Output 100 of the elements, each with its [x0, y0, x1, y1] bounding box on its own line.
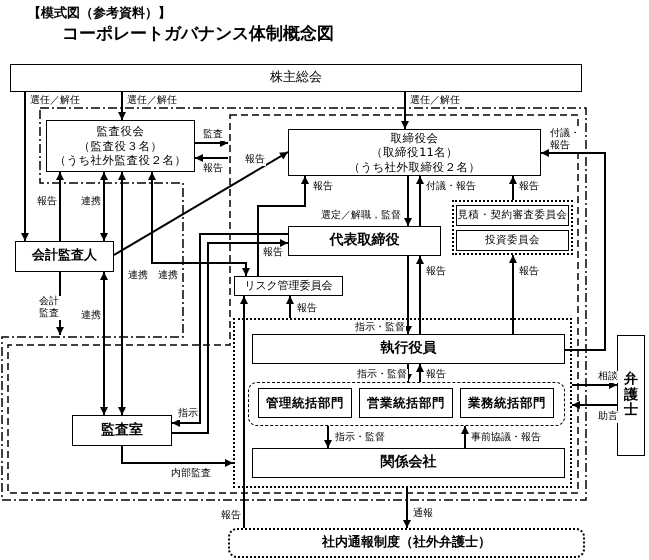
- committee-group-frame: [452, 200, 573, 255]
- edge-label: 選定／解職，監督: [320, 210, 402, 222]
- arrow: [121, 446, 233, 467]
- committee-box: [456, 230, 569, 251]
- arrow: [195, 139, 228, 147]
- box-label: 営業統括部門: [367, 395, 445, 411]
- division-group-frame: [248, 382, 565, 426]
- edge-label: 指示・監督: [334, 432, 386, 444]
- box-label: 監査室: [101, 422, 143, 440]
- edge-label: 指示: [177, 408, 199, 420]
- process-box: [252, 334, 565, 364]
- arrow: [416, 364, 424, 382]
- arrow: [148, 172, 250, 276]
- arrow: [195, 154, 228, 162]
- box-label: 会計監査人: [32, 248, 97, 265]
- division-box: [258, 388, 352, 418]
- box-label: （うち社外監査役２名）: [54, 153, 186, 168]
- process-box: [288, 226, 441, 256]
- box-label: 代表取締役: [330, 232, 400, 250]
- box-label: 取締役会: [390, 130, 438, 146]
- edge-label: 報告: [262, 247, 284, 259]
- edge-label: 報告: [202, 163, 224, 175]
- box-label: 監査役会: [96, 124, 144, 139]
- arrow: [240, 296, 248, 528]
- edge-label: 会計監査: [38, 296, 61, 320]
- committee-box: [456, 205, 569, 226]
- box-label: （うち社外取締役２名）: [348, 160, 480, 174]
- box-label: （監査役３名）: [78, 138, 162, 154]
- box-label: 投資委員会: [485, 234, 540, 248]
- edge-label: 報告: [425, 369, 447, 381]
- arrow: [114, 151, 288, 256]
- arrow: [509, 255, 517, 334]
- edge-label: 連携: [157, 270, 179, 282]
- edge-label: 監査: [202, 129, 224, 141]
- arrow: [461, 426, 469, 448]
- box-label: リスク管理委員会: [244, 279, 332, 293]
- arrow: [21, 92, 29, 241]
- edge-label: 指示・監督: [356, 369, 408, 381]
- arrow: [509, 176, 517, 200]
- edge-label: 連携: [80, 310, 102, 322]
- division-box: [359, 388, 453, 418]
- edge-label: 選任／解任: [29, 95, 81, 107]
- box-label: 業務統括部門: [468, 395, 546, 411]
- edge-label: 報告: [425, 266, 447, 278]
- arrow: [100, 172, 108, 241]
- arrow: [118, 172, 126, 415]
- box-label: 管理統括部門: [266, 395, 344, 411]
- edge-label: 助言: [597, 411, 619, 423]
- edge-label: 報告: [312, 181, 334, 193]
- edge-label: 事前協議・報告: [470, 432, 542, 444]
- board-box: [46, 120, 195, 172]
- edge-label: 報告: [220, 510, 242, 522]
- edge-label: 相談: [597, 371, 619, 383]
- edge-label: 付議・報告: [425, 181, 477, 193]
- process-box: [252, 448, 565, 478]
- box-label: 株主総会: [270, 70, 322, 86]
- subtitle-note: 【模式図（参考資料）】: [28, 5, 171, 22]
- whistleblowing-box: [228, 528, 585, 558]
- arrow: [403, 488, 411, 528]
- arrow: [56, 172, 64, 241]
- arrow: [416, 256, 424, 334]
- arrow: [401, 92, 409, 129]
- edge-label: 報告: [518, 266, 540, 278]
- diagram-title: コーポレートガバナンス体制概念図: [62, 23, 334, 45]
- edge-label: 報告: [244, 154, 266, 166]
- box-label: 執行役員: [380, 340, 436, 358]
- edge-label: 報告: [518, 181, 540, 193]
- arrow: [416, 176, 424, 226]
- box-label: 関係会社: [380, 454, 436, 472]
- lawyer-box: [617, 335, 645, 456]
- edge-label: 選任／解任: [126, 95, 178, 107]
- auditor-box: [15, 241, 114, 272]
- edge-label: 報告: [36, 196, 58, 208]
- arrow: [541, 149, 606, 351]
- arrow: [286, 296, 294, 318]
- arrow: [56, 272, 64, 335]
- edge-label: 報告: [296, 303, 318, 315]
- assembly-box: [10, 64, 582, 92]
- edge-label: 付議・報告: [549, 128, 582, 152]
- board-box: [288, 129, 541, 176]
- edge-label: 通報: [412, 508, 434, 520]
- arrow: [257, 176, 309, 276]
- box-label: 社内通報制度（社外弁護士）: [322, 534, 491, 552]
- edge-label: 連携: [127, 270, 149, 282]
- audit-office-box: [72, 415, 172, 446]
- arrow: [324, 426, 332, 448]
- box-label: 見積・契約審査委員会: [458, 208, 568, 222]
- division-box: [460, 388, 554, 418]
- edge-label: 指示・監督: [354, 322, 406, 334]
- execution-group-frame: [233, 318, 572, 488]
- committee-box: [234, 276, 343, 296]
- arrow: [404, 256, 412, 334]
- arrow: [572, 401, 617, 409]
- edge-label: 選任／解任: [409, 95, 461, 107]
- arrow: [404, 176, 412, 226]
- box-label: 弁護士: [624, 372, 638, 419]
- arrow: [404, 364, 412, 382]
- arrow: [118, 92, 126, 120]
- arrow: [572, 381, 617, 389]
- edge-label: 内部監査: [170, 468, 212, 480]
